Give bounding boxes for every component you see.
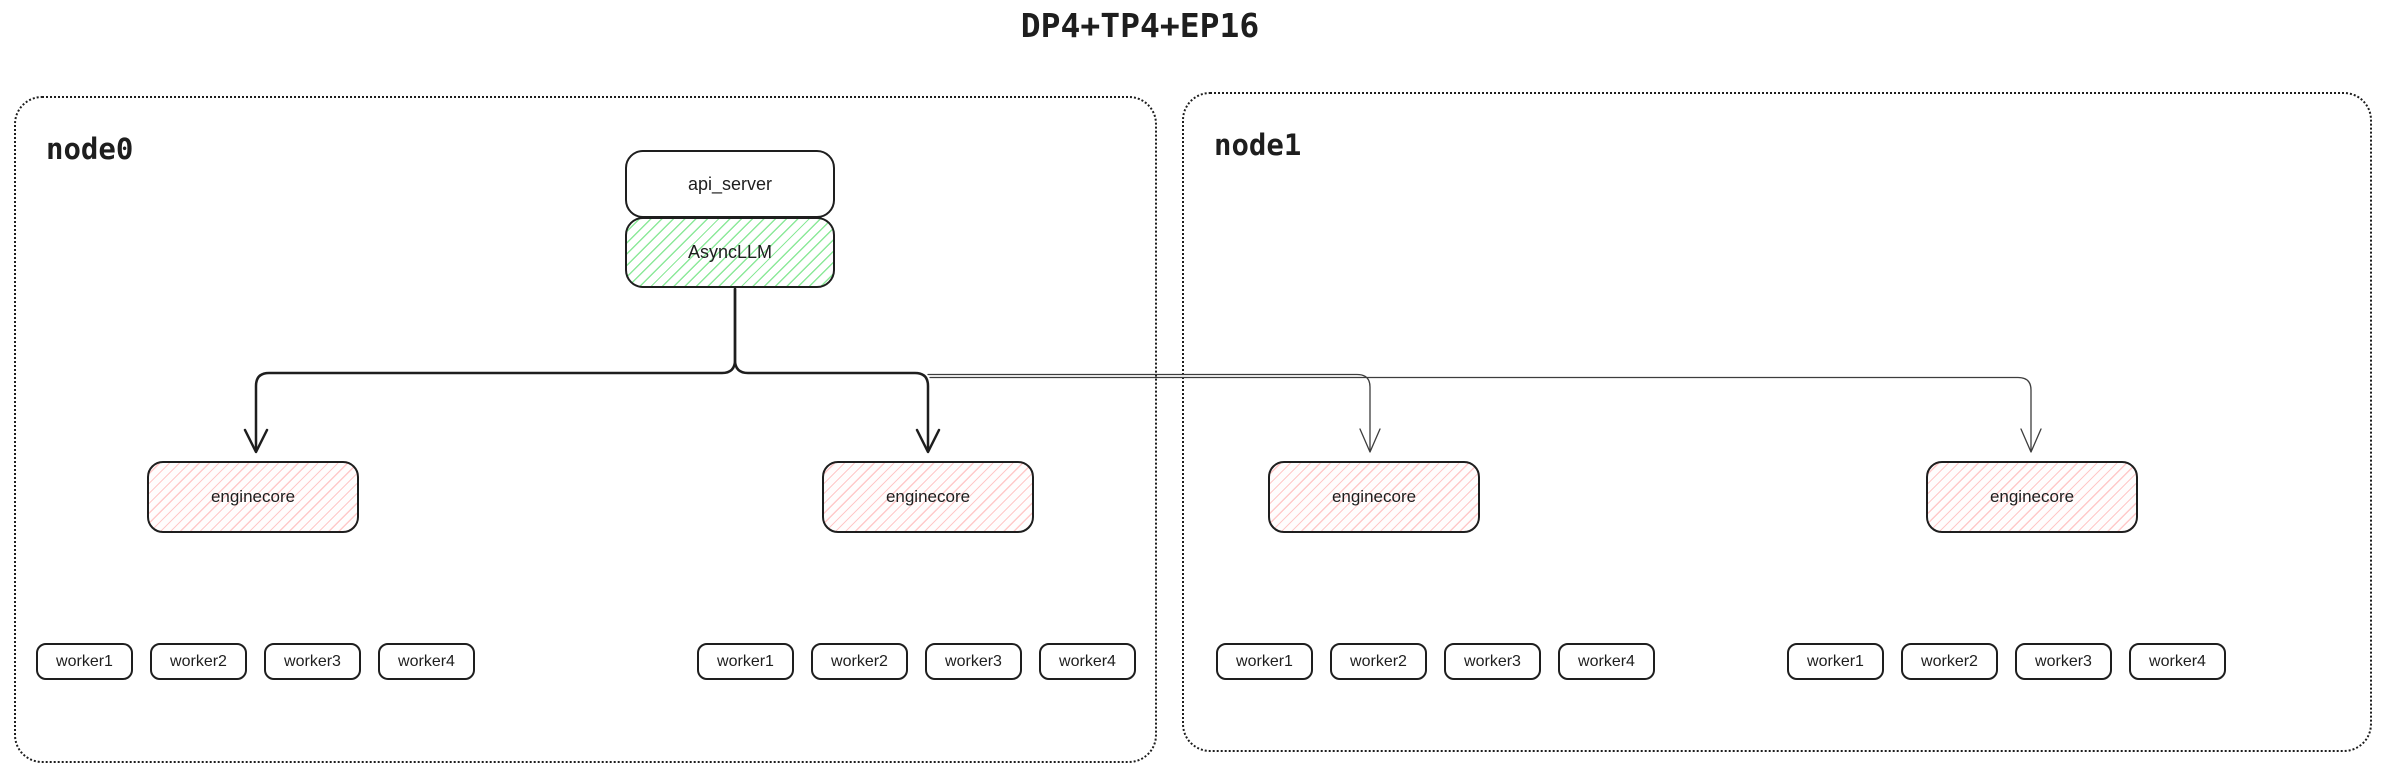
- worker-box: worker1: [1787, 643, 1884, 680]
- enginecore-box-node1-0: enginecore: [1268, 461, 1480, 533]
- worker-box: worker1: [697, 643, 794, 680]
- worker-box: worker4: [1039, 643, 1136, 680]
- api-server-box: api_server: [625, 150, 835, 218]
- async-llm-box: AsyncLLM: [625, 217, 835, 288]
- worker-group-node1-1: worker1 worker2 worker3 worker4: [1787, 643, 2226, 680]
- worker-box: worker3: [2015, 643, 2112, 680]
- enginecore-box-node0-0: enginecore: [147, 461, 359, 533]
- worker-box: worker4: [378, 643, 475, 680]
- enginecore-box-node0-1: enginecore: [822, 461, 1034, 533]
- node0-label: node0: [46, 132, 134, 166]
- worker-box: worker4: [1558, 643, 1655, 680]
- node1-label: node1: [1214, 128, 1302, 162]
- worker-group-node0-0: worker1 worker2 worker3 worker4: [36, 643, 475, 680]
- worker-group-node1-0: worker1 worker2 worker3 worker4: [1216, 643, 1655, 680]
- worker-box: worker2: [150, 643, 247, 680]
- worker-box: worker1: [1216, 643, 1313, 680]
- worker-box: worker2: [811, 643, 908, 680]
- worker-box: worker3: [1444, 643, 1541, 680]
- worker-box: worker2: [1901, 643, 1998, 680]
- worker-group-node0-1: worker1 worker2 worker3 worker4: [697, 643, 1136, 680]
- worker-box: worker3: [925, 643, 1022, 680]
- worker-box: worker2: [1330, 643, 1427, 680]
- enginecore-box-node1-1: enginecore: [1926, 461, 2138, 533]
- worker-box: worker4: [2129, 643, 2226, 680]
- worker-box: worker1: [36, 643, 133, 680]
- diagram-title: DP4+TP4+EP16: [1020, 6, 1260, 45]
- worker-box: worker3: [264, 643, 361, 680]
